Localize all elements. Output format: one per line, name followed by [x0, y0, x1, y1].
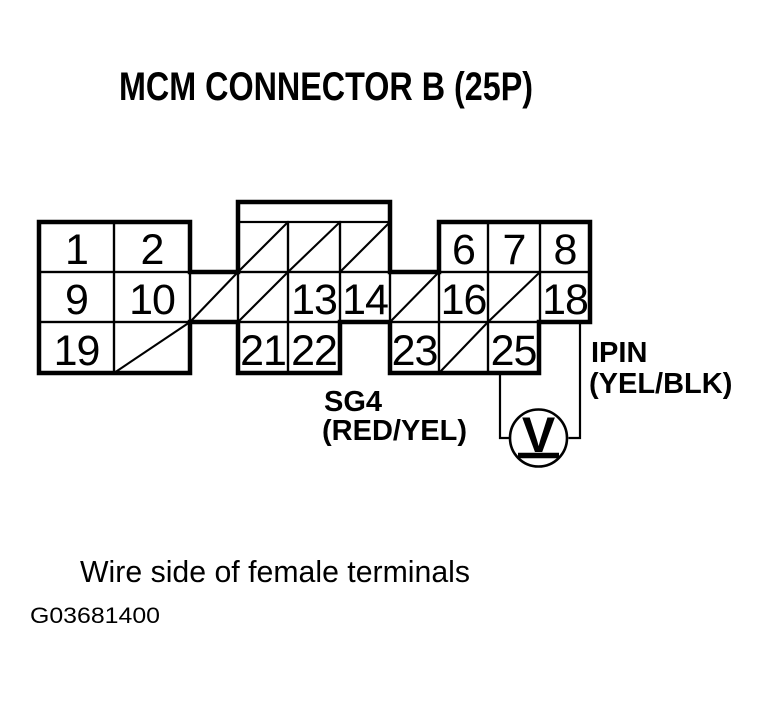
pin-number-14: 14	[342, 276, 388, 324]
pin-number-8: 8	[554, 226, 577, 274]
pin-number-9: 9	[65, 276, 88, 324]
pin-number-22: 22	[291, 327, 337, 375]
no-terminal-slash	[487, 271, 541, 323]
pin-number-2: 2	[141, 226, 164, 274]
connector-outline	[36, 199, 593, 376]
diagram-title: MCM CONNECTOR B (25P)	[119, 65, 533, 109]
wire-label-ipin: IPIN	[591, 337, 647, 369]
test-lead-wire-2	[568, 324, 582, 440]
pin-number-10: 10	[129, 276, 175, 324]
no-terminal-slash	[237, 221, 289, 273]
no-terminal-slash	[339, 221, 391, 273]
figure-id: G03681400	[30, 603, 160, 628]
no-terminal-slash	[438, 321, 489, 374]
pin-number-1: 1	[65, 226, 88, 274]
pin-number-16: 16	[441, 276, 487, 324]
test-lead-wire-1	[498, 375, 512, 440]
pin-number-7: 7	[503, 226, 526, 274]
pin-number-19: 19	[54, 327, 100, 375]
pin-number-25: 25	[491, 327, 537, 375]
wire-color-ipin: (YEL/BLK)	[589, 368, 732, 400]
no-terminal-slash	[113, 321, 191, 374]
pin-number-18: 18	[542, 276, 588, 324]
voltmeter: V	[508, 407, 569, 468]
diagram-caption: Wire side of female terminals	[80, 554, 470, 589]
pin-number-13: 13	[291, 276, 337, 324]
no-terminal-slash	[189, 271, 239, 323]
pin-number-6: 6	[452, 226, 475, 274]
voltmeter-circle	[508, 408, 569, 468]
wire-label-sg4: SG4	[324, 386, 382, 418]
pin-number-21: 21	[240, 327, 286, 375]
no-terminal-slash	[287, 221, 341, 273]
wire-color-sg4: (RED/YEL)	[322, 415, 467, 447]
test-lead-wires	[498, 324, 582, 440]
no-terminal-slash	[389, 271, 440, 323]
pin-number-23: 23	[392, 327, 438, 375]
no-terminal-slash	[237, 271, 289, 323]
